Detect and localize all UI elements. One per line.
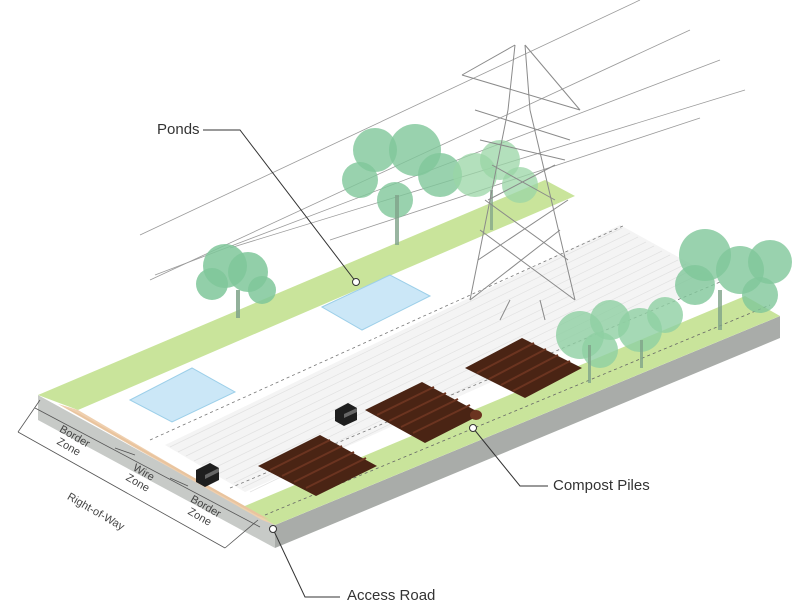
tree-icon [675, 229, 792, 330]
access-road-marker [269, 525, 277, 533]
transmission-tower-icon [461, 44, 581, 321]
compost-piles-group-3 [465, 338, 582, 398]
compost-marker [469, 424, 477, 432]
ponds-marker [352, 278, 360, 286]
near-grass-edge [264, 304, 771, 516]
truck-icon [335, 403, 357, 426]
tree-icon [196, 244, 276, 318]
truck-icon [196, 463, 219, 487]
wire-zone-edge-far [149, 224, 626, 441]
far-grass-strip [38, 180, 575, 410]
tree-icon [556, 297, 683, 383]
wire-zone-edge-near [229, 281, 721, 489]
compost-piles-group-1 [258, 435, 377, 496]
ground-slab-front-face [38, 395, 275, 548]
tree-icon [342, 124, 462, 245]
wire-zone-band [165, 225, 720, 492]
ground-slab-side-face [275, 316, 780, 548]
compost-piles-label: Compost Piles [553, 477, 650, 494]
compost-piles-group-2 [365, 382, 482, 443]
access-road-label: Access Road [347, 587, 436, 604]
compost-leader [472, 427, 548, 487]
dimension-lines [17, 399, 261, 549]
access-road-leader [272, 528, 340, 598]
pond-near [128, 367, 237, 423]
near-grass-strip [240, 296, 780, 525]
pond-far [320, 274, 432, 331]
ponds-label: Ponds [157, 121, 200, 138]
ponds-leader [203, 129, 357, 283]
